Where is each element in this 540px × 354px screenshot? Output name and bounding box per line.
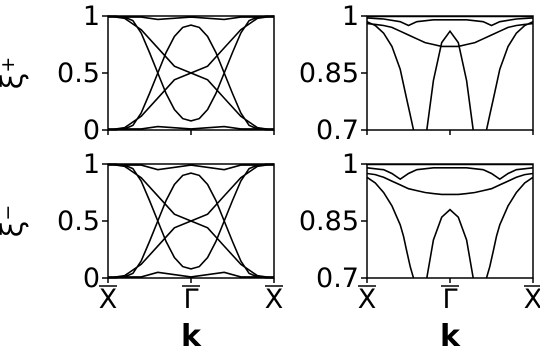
y-tick-label-top-right-2: 1 xyxy=(342,1,359,32)
y-axis-label-top-left: ξ+ xyxy=(0,57,30,90)
band-curve-top-right-0 xyxy=(366,17,534,27)
y-tick-label-top-left-1: 0.5 xyxy=(57,58,100,89)
x-axis-label-bottom-left: k xyxy=(181,319,202,354)
y-tick-label-bottom-left-0: 0 xyxy=(83,263,100,294)
band-curve-bottom-right-3 xyxy=(426,208,474,279)
x-tick-label-bottom-right-2: X xyxy=(524,284,540,315)
band-curve-top-left-4 xyxy=(108,16,274,21)
y-axis-label-sub-bottom-left: − xyxy=(0,205,19,221)
x-tick-label-bottom-left-2: X xyxy=(265,284,284,315)
x-tick-label-bottom-left-0: X xyxy=(99,284,118,315)
band-curve-top-right-4 xyxy=(485,20,534,131)
band-curve-bottom-right-4 xyxy=(485,176,534,279)
band-curve-top-left-5 xyxy=(108,125,274,130)
x-tick-label-bottom-right-0: X xyxy=(358,284,377,315)
band-curve-bottom-left-3 xyxy=(108,172,274,279)
band-curve-top-left-2 xyxy=(108,15,274,122)
y-tick-label-bottom-right-1: 0.85 xyxy=(299,206,359,237)
band-curve-top-left-3 xyxy=(108,24,274,131)
x-axis-label-bottom-right: k xyxy=(440,319,461,354)
band-curve-bottom-right-0 xyxy=(366,167,534,181)
y-tick-label-top-left-0: 0 xyxy=(83,115,100,146)
y-tick-label-bottom-left-1: 0.5 xyxy=(57,206,100,237)
y-tick-label-top-right-1: 0.85 xyxy=(299,58,359,89)
x-tick-label-bottom-right-1: Γ xyxy=(442,284,457,315)
y-tick-label-top-left-2: 1 xyxy=(83,1,100,32)
y-axis-label-bottom-left: ξ− xyxy=(0,205,30,238)
band-curve-bottom-left-4 xyxy=(108,164,274,171)
band-curve-bottom-right-2 xyxy=(366,176,415,279)
band-curve-top-right-2 xyxy=(366,20,415,131)
band-curve-bottom-right-1 xyxy=(366,172,534,196)
band-curve-top-right-3 xyxy=(426,29,474,131)
y-tick-label-bottom-left-2: 1 xyxy=(83,149,100,180)
band-curve-bottom-left-5 xyxy=(108,271,274,278)
y-tick-label-top-right-0: 0.7 xyxy=(316,115,359,146)
panel-frame-top-right xyxy=(366,15,534,131)
band-curve-bottom-left-2 xyxy=(108,163,274,270)
x-tick-label-bottom-left-1: Γ xyxy=(183,284,198,315)
y-tick-label-bottom-right-0: 0.7 xyxy=(316,263,359,294)
y-tick-label-bottom-right-2: 1 xyxy=(342,149,359,180)
y-axis-label-sub-top-left: + xyxy=(0,57,19,73)
band-curve-top-right-1 xyxy=(366,22,534,48)
